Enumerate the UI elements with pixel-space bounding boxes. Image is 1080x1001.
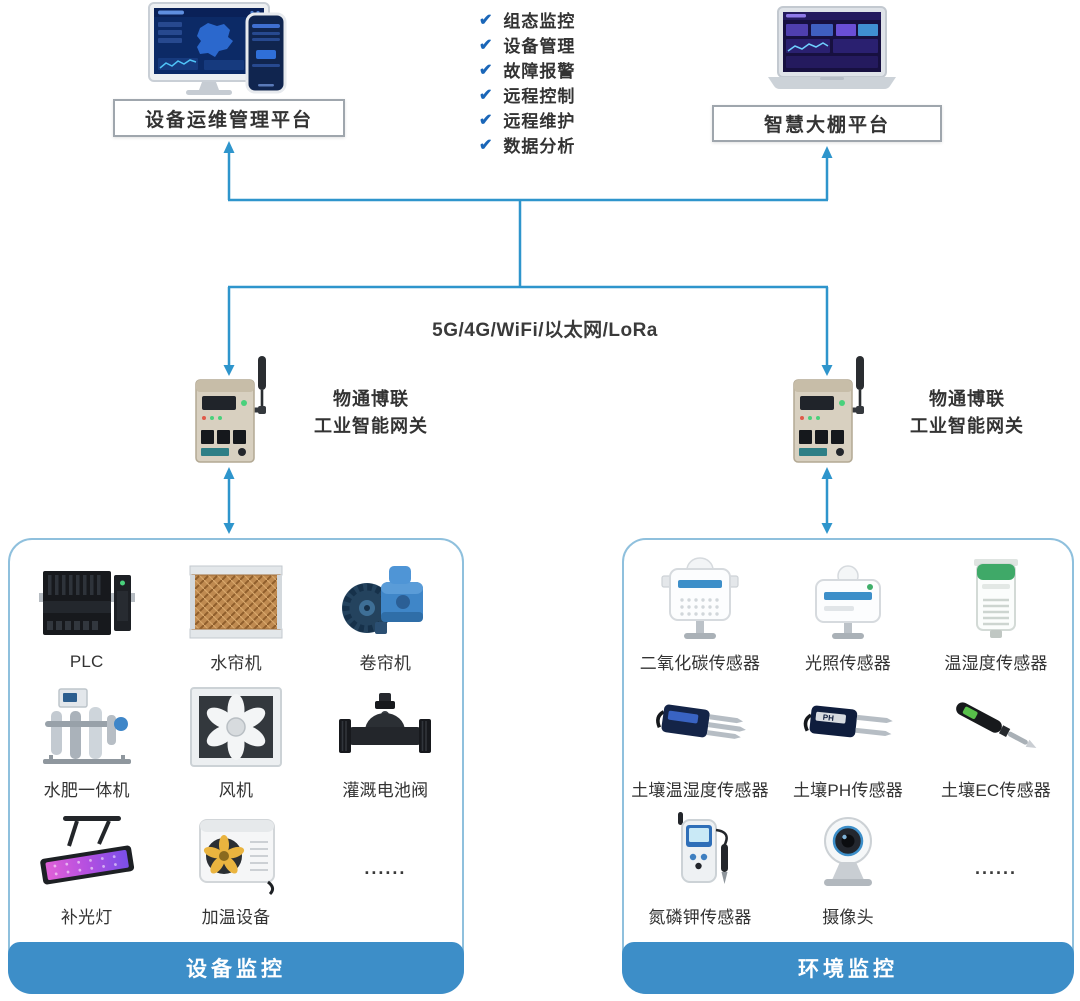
svg-text:PH: PH — [822, 713, 834, 723]
feature-label: 故障报警 — [503, 62, 576, 81]
co2-sensor-icon — [650, 556, 750, 642]
laptop-illustration — [768, 6, 896, 89]
env-item-label: 温湿度传感器 — [944, 654, 1048, 674]
grow-light-icon — [37, 810, 137, 896]
env-item-label: 摄像头 — [822, 907, 874, 927]
device-monitoring-panel: PLC — [8, 538, 464, 994]
fertigation-machine-icon — [37, 683, 137, 769]
env-item-co2: 二氧化碳传感器 — [626, 552, 774, 679]
env-item-camera: 摄像头 — [774, 805, 922, 932]
check-icon: ✔ — [479, 61, 493, 79]
plc-icon — [37, 559, 137, 645]
device-item-valve: 灌溉电池阀 — [311, 679, 460, 806]
env-monitoring-panel: 二氧化碳传感器 光照传感器 — [622, 538, 1074, 994]
device-item-label: 卷帘机 — [359, 654, 412, 674]
irrigation-valve-icon — [335, 683, 435, 769]
feature-label: 数据分析 — [503, 137, 576, 156]
device-item-label: 补光灯 — [60, 907, 113, 927]
env-item-label: 土壤PH传感器 — [792, 780, 903, 800]
gateway-right-line2: 工业智能网关 — [910, 416, 1024, 436]
camera-icon — [798, 810, 898, 896]
gateway-left-line1: 物通博联 — [333, 389, 409, 409]
feature-label: 设备管理 — [503, 37, 576, 56]
env-item-label: 土壤EC传感器 — [940, 780, 1051, 800]
device-item-label: 加温设备 — [201, 907, 271, 927]
feature-row: ✔ 设备管理 — [479, 32, 575, 57]
soil-ph-sensor-icon: PH — [798, 683, 898, 769]
feature-row: ✔ 故障报警 — [479, 57, 575, 82]
device-more-ellipsis: ...... — [364, 858, 407, 879]
device-item-water-curtain: 水帘机 — [161, 552, 310, 679]
device-item-heater: 加温设备 — [161, 805, 310, 932]
feature-label: 远程维护 — [503, 112, 576, 131]
water-curtain-icon — [186, 556, 286, 642]
check-icon: ✔ — [479, 86, 493, 104]
check-icon: ✔ — [479, 11, 493, 29]
heater-icon — [186, 810, 286, 896]
temp-humidity-sensor-icon — [946, 556, 1046, 642]
env-item-soil-temp-humidity: 土壤温湿度传感器 — [626, 679, 774, 806]
check-icon: ✔ — [479, 136, 493, 154]
device-item-plc: PLC — [12, 552, 161, 679]
env-more-ellipsis: ...... — [974, 858, 1017, 879]
gateway-left-icon — [195, 356, 266, 463]
check-icon: ✔ — [479, 111, 493, 129]
device-grid: PLC — [12, 552, 460, 932]
feature-row: ✔ 远程控制 — [479, 82, 575, 107]
device-item-label: 灌溉电池阀 — [342, 780, 429, 800]
feature-row: ✔ 组态监控 — [479, 7, 575, 32]
soil-temp-humidity-sensor-icon — [650, 683, 750, 769]
env-item-label: 土壤温湿度传感器 — [631, 780, 769, 800]
check-icon: ✔ — [479, 36, 493, 54]
device-item-label: 水帘机 — [210, 654, 262, 674]
device-item-label: 水肥一体机 — [43, 780, 130, 800]
env-grid: 二氧化碳传感器 光照传感器 — [626, 552, 1070, 932]
connector-paths — [227, 152, 829, 524]
env-item-temp-humidity: 温湿度传感器 — [922, 552, 1070, 679]
feature-label: 远程控制 — [503, 87, 576, 106]
network-label: 5G/4G/WiFi/以太网/LoRa — [432, 320, 658, 341]
feature-label: 组态监控 — [503, 12, 576, 31]
light-sensor-icon — [798, 556, 898, 642]
monitor-phone-illustration — [148, 2, 287, 95]
device-item-label: PLC — [69, 651, 104, 671]
env-item-soil-ph: PH 土壤PH传感器 — [774, 679, 922, 806]
env-panel-banner: 环境监控 — [622, 942, 1074, 994]
env-item-soil-ec: 土壤EC传感器 — [922, 679, 1070, 806]
env-item-label: 二氧化碳传感器 — [639, 654, 761, 674]
device-panel-banner: 设备监控 — [8, 942, 464, 994]
platform-box-ops: 设备运维管理平台 — [113, 99, 345, 137]
phone-icon — [245, 12, 287, 94]
env-item-light: 光照传感器 — [774, 552, 922, 679]
gateway-left-label: 物通博联 工业智能网关 — [296, 386, 446, 440]
exhaust-fan-icon — [186, 683, 286, 769]
gateway-right-icon — [793, 356, 864, 463]
npk-sensor-icon — [650, 810, 750, 896]
device-item-grow-light: 补光灯 — [12, 805, 161, 932]
soil-ec-sensor-icon — [946, 683, 1046, 769]
gateway-right-label: 物通博联 工业智能网关 — [892, 386, 1042, 440]
device-item-roller: 卷帘机 — [311, 552, 460, 679]
device-item-fan: 风机 — [161, 679, 310, 806]
platform-box-greenhouse: 智慧大棚平台 — [712, 105, 942, 142]
arrowheads — [223, 141, 833, 534]
env-item-more: ...... — [922, 805, 1070, 932]
gateway-right-line1: 物通博联 — [929, 389, 1005, 409]
device-item-more: ...... — [311, 805, 460, 932]
device-item-fertigation: 水肥一体机 — [12, 679, 161, 806]
feature-row: ✔ 远程维护 — [479, 107, 575, 132]
feature-row: ✔ 数据分析 — [479, 132, 575, 157]
roller-motor-icon — [335, 556, 435, 642]
feature-checklist: ✔ 组态监控 ✔ 设备管理 ✔ 故障报警 ✔ 远程控制 ✔ 远程维护 ✔ 数据分… — [479, 7, 575, 157]
platform-greenhouse-label: 智慧大棚平台 — [763, 115, 890, 136]
device-item-label: 风机 — [218, 780, 254, 800]
env-item-label: 氮磷钾传感器 — [648, 907, 752, 927]
env-item-label: 光照传感器 — [805, 654, 891, 674]
platform-ops-label: 设备运维管理平台 — [144, 109, 313, 131]
gateway-left-line2: 工业智能网关 — [314, 416, 428, 436]
env-item-npk: 氮磷钾传感器 — [626, 805, 774, 932]
